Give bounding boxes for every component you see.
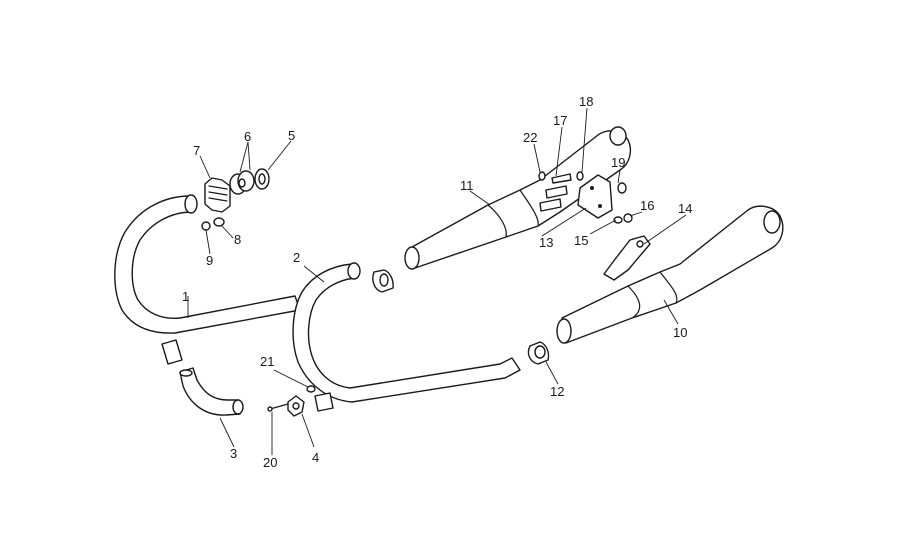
part-20-screw xyxy=(267,403,289,412)
callout-7: 7 xyxy=(193,143,200,158)
part-19-nut xyxy=(617,182,627,194)
part-13-bracket xyxy=(577,174,613,219)
callout-6: 6 xyxy=(244,129,251,144)
part-4-clamp xyxy=(287,395,305,417)
part-9-washer xyxy=(201,221,211,231)
part-15-washer xyxy=(613,216,623,224)
callout-4: 4 xyxy=(312,450,319,465)
part-21-nut xyxy=(306,385,316,393)
callout-20: 20 xyxy=(263,455,277,470)
part-8-nut xyxy=(213,217,225,227)
part-22-washer xyxy=(538,171,546,181)
callout-19: 19 xyxy=(611,155,625,170)
callout-9: 9 xyxy=(206,253,213,268)
part-18-washer xyxy=(576,171,584,181)
part-3-crossover-pipe xyxy=(179,367,244,416)
leader-lines xyxy=(187,107,687,455)
callout-5: 5 xyxy=(288,128,295,143)
callout-21: 21 xyxy=(260,354,274,369)
callout-18: 18 xyxy=(579,94,593,109)
callout-8: 8 xyxy=(234,232,241,247)
part-2-clamp xyxy=(372,269,394,293)
callout-2: 2 xyxy=(293,250,300,265)
upper-studs xyxy=(539,185,568,212)
part-17-bolt xyxy=(551,173,572,184)
callout-10: 10 xyxy=(673,325,687,340)
part-11-silencer xyxy=(404,126,632,270)
callout-14: 14 xyxy=(678,201,692,216)
callout-17: 17 xyxy=(553,113,567,128)
callout-12: 12 xyxy=(550,384,564,399)
part-16-nut xyxy=(623,213,633,223)
callout-13: 13 xyxy=(539,235,553,250)
callout-labels: 1 2 3 4 5 6 7 8 9 10 11 12 13 14 15 16 1… xyxy=(182,94,692,470)
callout-22: 22 xyxy=(523,130,537,145)
part-5-washer xyxy=(254,168,270,190)
part-7-ring-nut xyxy=(204,177,231,213)
part-12-clamp xyxy=(527,341,550,365)
callout-11: 11 xyxy=(460,178,474,193)
part-1-header-pipe xyxy=(114,194,301,365)
callout-15: 15 xyxy=(574,233,588,248)
part-14-bracket xyxy=(603,235,651,281)
part-2-header-pipe xyxy=(292,262,521,412)
callout-3: 3 xyxy=(230,446,237,461)
part-10-silencer xyxy=(556,205,784,344)
part-6-spring-rings xyxy=(229,170,255,195)
callout-1: 1 xyxy=(182,289,189,304)
callout-16: 16 xyxy=(640,198,654,213)
